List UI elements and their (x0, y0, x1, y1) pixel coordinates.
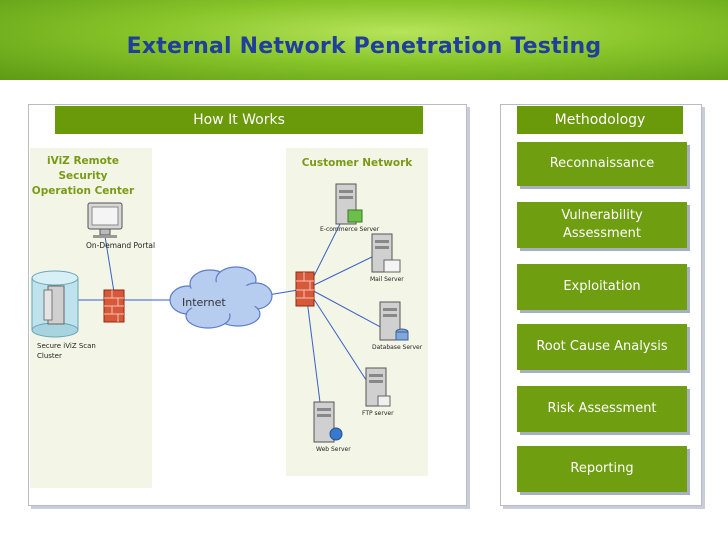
step-vulnerability-assessment: Vulnerability Assessment (517, 202, 687, 248)
methodology-heading: Methodology (517, 106, 683, 134)
on-demand-portal-label: On-Demand Portal (86, 241, 156, 250)
scan-cluster-icon (31, 270, 79, 338)
firewall-left-icon (103, 289, 125, 323)
step-root-cause-analysis: Root Cause Analysis (517, 324, 687, 370)
ftp-server-label: FTP server (362, 410, 394, 417)
ecommerce-server-label: E-commerce Server (320, 226, 380, 233)
database-server-icon (379, 301, 409, 341)
internet-cloud-icon (169, 266, 273, 329)
firewall-right-icon (295, 271, 315, 307)
how-it-works-heading: How It Works (55, 106, 423, 134)
mail-server-icon (371, 233, 401, 273)
step-reconnaissance: Reconnaissance (517, 142, 687, 186)
internet-label: Internet (182, 296, 226, 309)
step-reporting: Reporting (517, 446, 687, 492)
customer-network-title: Customer Network (301, 157, 413, 169)
web-server-icon (313, 401, 343, 443)
step-risk-assessment: Risk Assessment (517, 386, 687, 432)
mail-server-label: Mail Server (370, 276, 404, 283)
database-server-label: Database Server (372, 344, 423, 351)
web-server-label: Web Server (316, 446, 351, 453)
step-exploitation: Exploitation (517, 264, 687, 310)
customer-network-zone (286, 148, 428, 476)
monitor-icon (87, 202, 123, 238)
remote-soc-title: iViZ Remote Security Operation Center (31, 155, 135, 197)
ftp-server-icon (365, 367, 391, 407)
ecommerce-server-icon (335, 183, 363, 225)
slide-header: External Network Penetration Testing (0, 0, 728, 80)
slide-title: External Network Penetration Testing (126, 34, 602, 59)
scan-cluster-label: Secure iViZ Scan Cluster (37, 342, 96, 360)
